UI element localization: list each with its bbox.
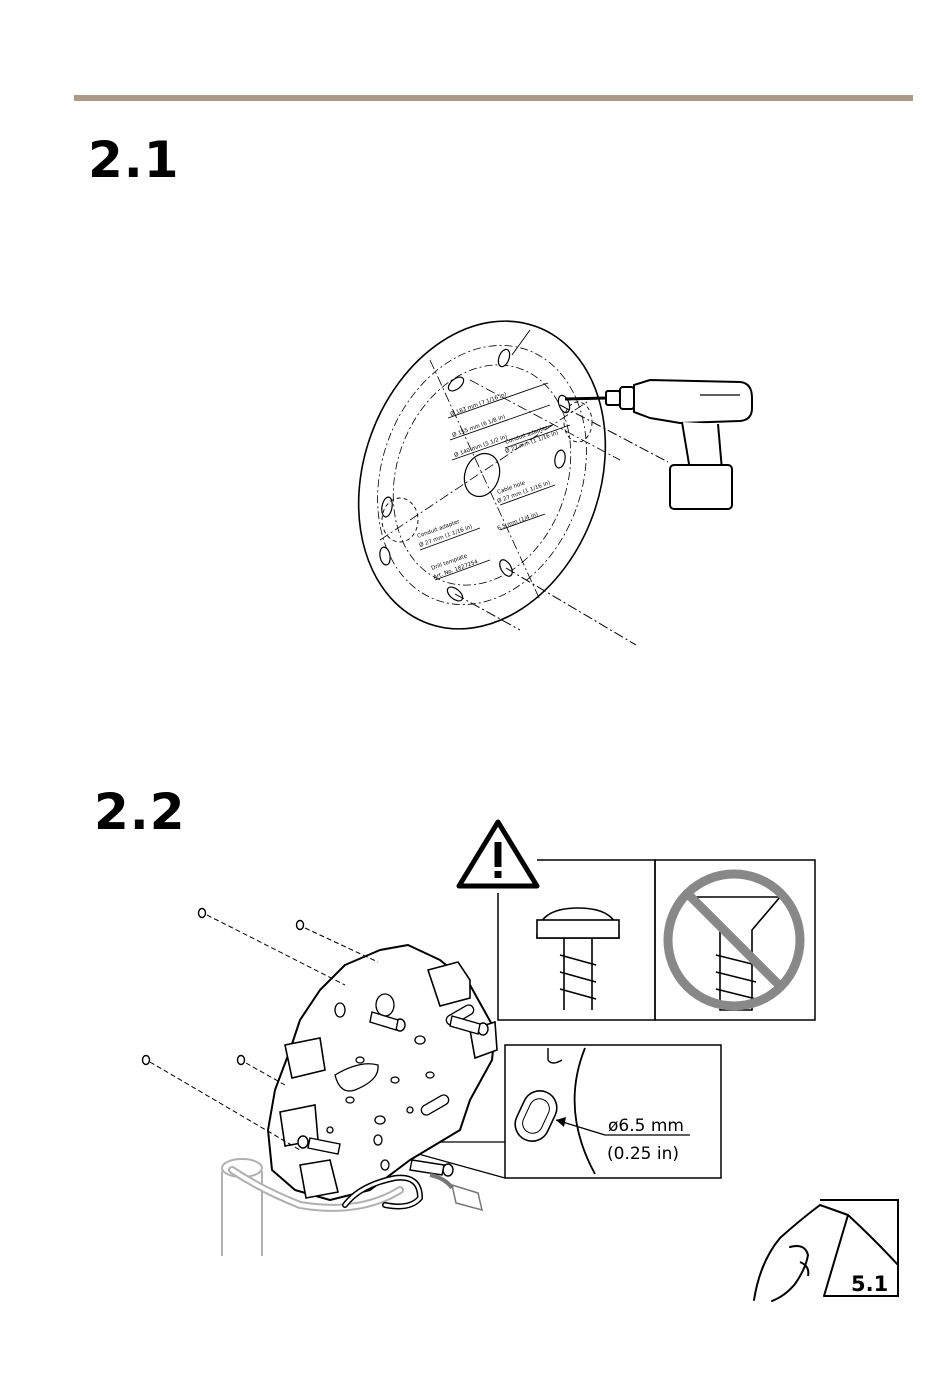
hole-diameter-in: (0.25 in) <box>607 1144 679 1164</box>
page-tab-number: 5.1 <box>851 1272 888 1296</box>
screw-icon <box>537 908 619 1010</box>
prohibited-screw-panel <box>655 860 815 1020</box>
bracket-illustration <box>143 909 498 1257</box>
warning-icon <box>459 822 537 886</box>
hole-diameter-mm: ø6.5 mm <box>608 1116 684 1136</box>
drill-template-illustration: Ø 183 mm (7 1/16 in) Ø 155 mm (6 1/8 in)… <box>317 286 668 664</box>
page-turn-icon: 5.1 <box>754 1200 898 1301</box>
